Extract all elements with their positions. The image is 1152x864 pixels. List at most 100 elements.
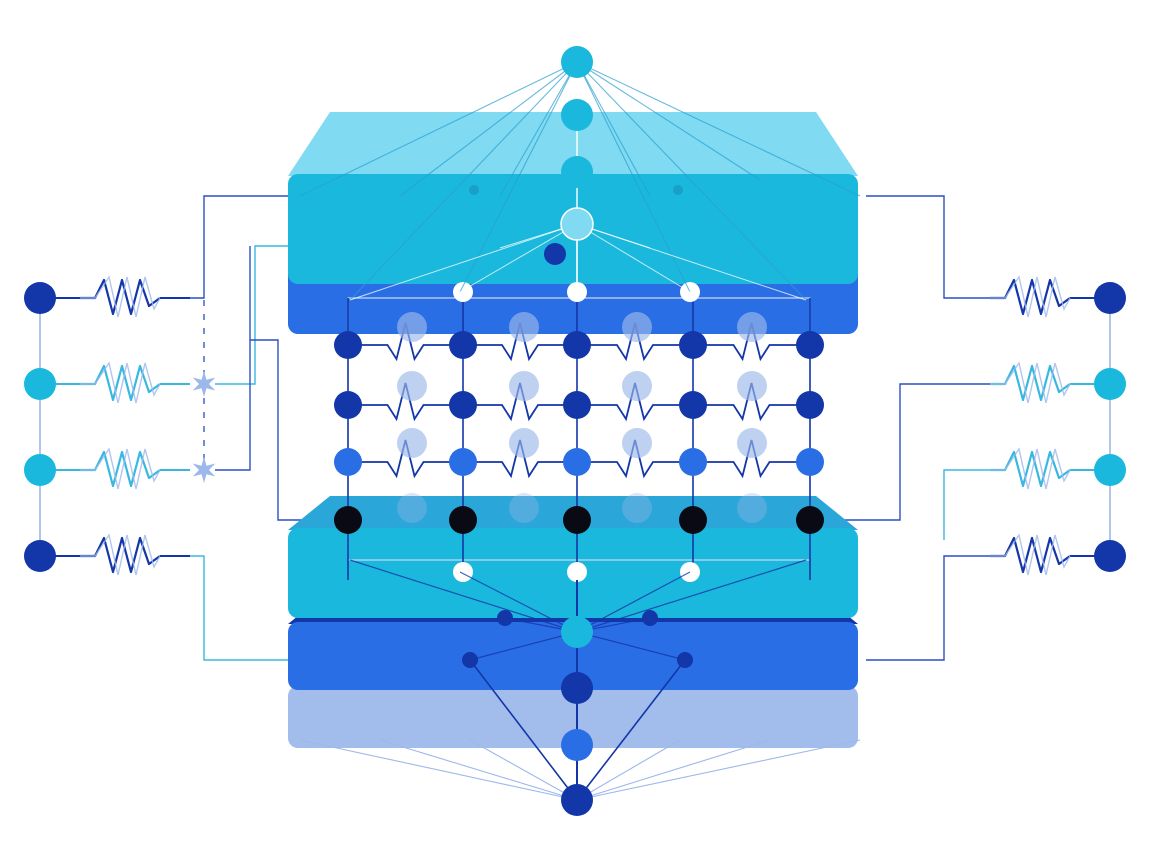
fan-line-base <box>469 659 578 801</box>
grid-node <box>449 506 477 534</box>
bottom-chain-node <box>561 672 593 704</box>
fan-line-top <box>349 61 578 301</box>
top-chain-node <box>560 207 594 241</box>
left-node <box>24 368 56 400</box>
right-signal-wave <box>990 278 1071 316</box>
top-chain-node <box>561 46 593 78</box>
left-signal-wave-echo <box>80 275 161 318</box>
ghost-node <box>509 428 539 458</box>
fan-line-bottom <box>469 631 578 661</box>
base-pale-slab <box>288 686 858 748</box>
fan-line-bottom <box>576 571 691 633</box>
hidden-node <box>544 243 566 265</box>
bottom-branch-node <box>677 652 693 668</box>
star-junction-icon <box>192 457 216 483</box>
fan-line-top <box>576 61 651 197</box>
right-signal-wave <box>990 364 1071 402</box>
ghost-node <box>622 312 652 342</box>
grid-node <box>563 448 591 476</box>
connector-wire <box>866 195 990 299</box>
left-node <box>24 454 56 486</box>
grid-node <box>796 506 824 534</box>
ghost-node <box>622 428 652 458</box>
ghost-node <box>509 493 539 523</box>
grid-node <box>563 391 591 419</box>
fan-line-mid <box>349 223 578 301</box>
right-signal-wave-echo <box>990 275 1071 318</box>
grid-node <box>334 448 362 476</box>
grid-node <box>796 331 824 359</box>
left-node <box>24 282 56 314</box>
fan-line-top <box>576 61 691 293</box>
right-signal-wave <box>990 536 1071 574</box>
fan-line-top <box>459 61 578 293</box>
right-node <box>1094 540 1126 572</box>
fan-line-top <box>399 61 578 197</box>
vertical-node-chains <box>299 46 861 816</box>
grid-node <box>334 331 362 359</box>
fan-line-base-faint <box>299 739 578 801</box>
grid-node <box>679 391 707 419</box>
grid-node <box>334 506 362 534</box>
left-signal-wave-echo <box>80 447 161 490</box>
left-signal-wave <box>80 450 161 488</box>
port-dot <box>453 562 473 582</box>
connector-wire <box>820 383 990 521</box>
fan-line-top <box>576 61 807 301</box>
connector-wire <box>866 555 990 661</box>
fan-line-bottom <box>459 571 578 633</box>
top-chain-node <box>561 99 593 131</box>
fan-line-mid <box>459 223 578 293</box>
left-node <box>24 540 56 572</box>
right-node <box>1094 368 1126 400</box>
slab-dot <box>673 185 683 195</box>
grid-node <box>679 506 707 534</box>
base-pale-slab-front <box>288 686 858 748</box>
grid-node <box>449 391 477 419</box>
layer-slabs <box>288 112 858 748</box>
fan-line-top <box>299 61 578 197</box>
fan-line-base-faint <box>576 739 771 801</box>
ghost-node <box>397 312 427 342</box>
grid-node <box>796 391 824 419</box>
grid-node <box>449 331 477 359</box>
fan-line-base-faint <box>576 739 861 801</box>
grid-node <box>679 331 707 359</box>
left-signal-wave <box>80 536 161 574</box>
input-cyan-slab <box>288 112 858 284</box>
right-signal-wave <box>990 450 1071 488</box>
bottom-branch-node <box>462 652 478 668</box>
left-signal-wave-echo <box>80 361 161 404</box>
bottom-branch-node <box>642 610 658 626</box>
fan-line-top <box>499 61 578 197</box>
fan-line-mid <box>576 223 691 293</box>
grid-node <box>679 448 707 476</box>
star-junction-icon <box>192 371 216 397</box>
ghost-node <box>509 312 539 342</box>
right-signal-wave-echo <box>990 361 1071 404</box>
connector-wire <box>943 469 990 540</box>
fan-line-base <box>576 659 686 801</box>
left-signal-wave <box>80 278 161 316</box>
grid-node <box>563 331 591 359</box>
fan-line-base-faint <box>576 739 681 801</box>
grid-node <box>796 448 824 476</box>
fan-line-top <box>576 61 761 181</box>
left-signal-wave <box>80 364 161 402</box>
right-node <box>1094 454 1126 486</box>
ghost-node <box>397 371 427 401</box>
port-dot <box>567 562 587 582</box>
ghost-node <box>622 493 652 523</box>
ghost-node <box>397 493 427 523</box>
bottom-chain-node <box>561 616 593 648</box>
side-signal-paths <box>24 275 1126 576</box>
ghost-node <box>397 428 427 458</box>
connector-wire <box>215 246 251 471</box>
fan-line-base-faint <box>469 739 578 801</box>
fan-line-base-faint <box>379 739 578 801</box>
ghost-node <box>737 428 767 458</box>
bottom-chain-node <box>561 729 593 761</box>
node-grid <box>334 282 824 582</box>
